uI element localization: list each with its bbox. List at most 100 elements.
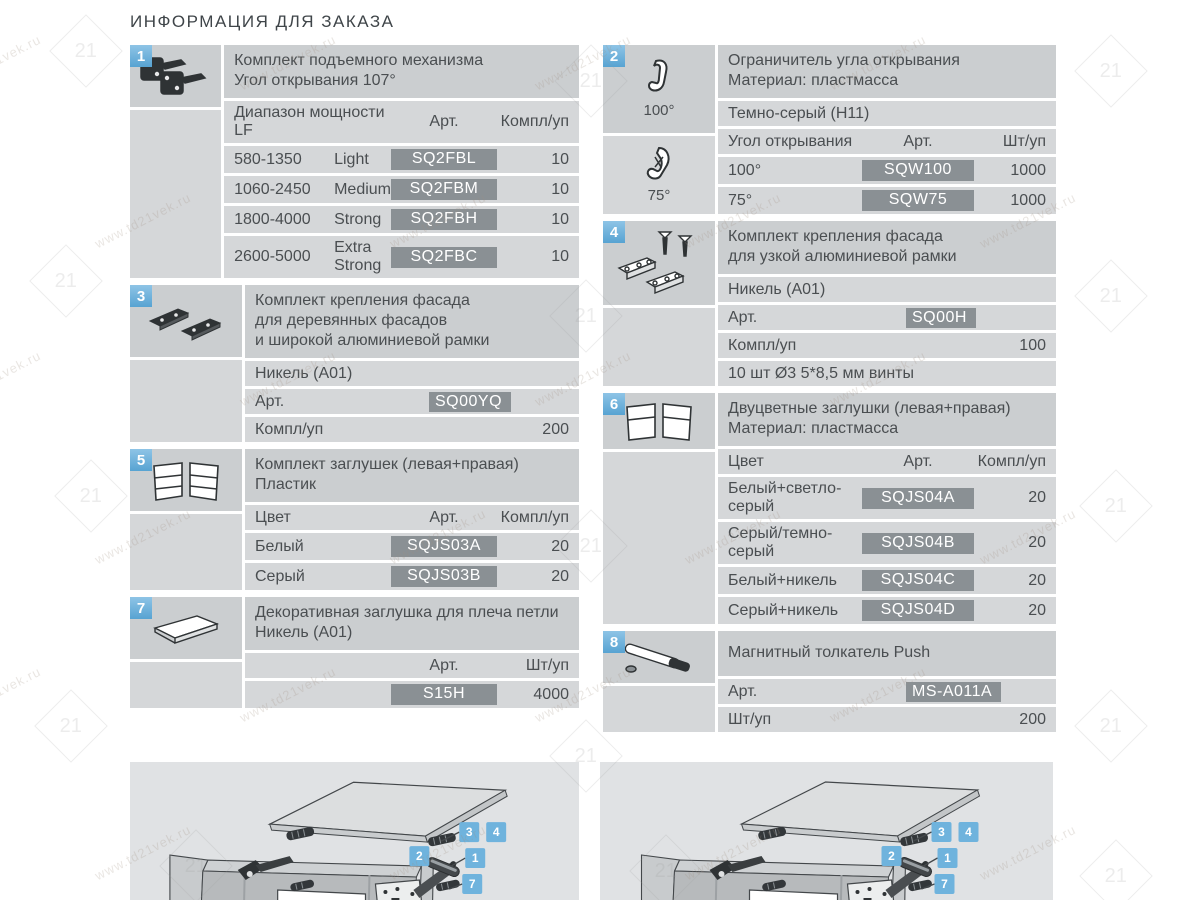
svg-text:2: 2 bbox=[416, 849, 423, 863]
part-number-badge: SQ2FBH bbox=[391, 209, 497, 230]
svg-text:7: 7 bbox=[469, 877, 476, 891]
section-number-badge: 8 bbox=[603, 631, 625, 653]
section-subtitle: Никель (А01) bbox=[255, 624, 353, 641]
section-facade-mount-narrow: 4 bbox=[603, 221, 1056, 386]
cover-caps-icon bbox=[153, 462, 219, 501]
diagram-callouts: 3 4 2 1 7 5 6 8 bbox=[409, 822, 507, 895]
assembly-diagram-right: 3 4 2 1 7 5 6 8 bbox=[600, 762, 1053, 900]
diagram-callouts: 3 4 2 1 7 5 6 8 bbox=[881, 822, 979, 894]
finish-row: Никель (А01) bbox=[718, 277, 1056, 302]
part-number-badge: SQ00YQ bbox=[429, 391, 512, 412]
section-number-badge: 1 bbox=[130, 45, 152, 67]
part-number-badge: SQJS04C bbox=[862, 570, 974, 591]
section-title-3: и широкой алюминиевой рамки bbox=[255, 332, 490, 349]
section-magnetic-pusher: 8 Ма bbox=[603, 631, 1056, 732]
section-title: Комплект подъемного механизма bbox=[234, 52, 484, 69]
icon-angle-label: 75° bbox=[647, 187, 671, 205]
section-title: Двуцветные заглушки (левая+правая) bbox=[728, 400, 1011, 417]
section-subtitle: Пластик bbox=[255, 476, 316, 493]
finish-row: Никель (А01) bbox=[245, 361, 579, 386]
icon-angle-label: 100° bbox=[643, 102, 675, 120]
table-row: S15H 4000 bbox=[245, 681, 579, 708]
part-number-badge: SQJS04B bbox=[862, 532, 974, 554]
section-cover-caps: 5 bbox=[130, 449, 579, 590]
section-angle-limiter: 2 100° 75° bbox=[603, 45, 1056, 214]
section-facade-mount-wide: 3 bbox=[130, 285, 579, 442]
part-number-badge: SQJS03A bbox=[391, 536, 497, 557]
svg-text:2: 2 bbox=[888, 849, 895, 863]
table-row: 2600-5000 Extra Strong SQ2FBC 10 bbox=[224, 236, 579, 278]
part-number-badge: SQJS04A bbox=[862, 487, 974, 509]
table-header: Угол открывания Арт. Шт/уп bbox=[718, 129, 1056, 154]
assembly-diagram-left: 3 4 2 1 7 5 6 8 bbox=[130, 762, 579, 900]
qty-row: Шт/уп 200 bbox=[718, 707, 1056, 732]
section-title: Ограничитель угла открывания bbox=[728, 52, 960, 69]
lift-mechanism-icon bbox=[139, 57, 207, 95]
section-lift-mechanism: 1 bbox=[130, 45, 579, 278]
hinge-arm-cap-icon bbox=[153, 615, 220, 644]
part-number-badge: SQJS04D bbox=[862, 600, 974, 621]
part-number-badge: SQJS03B bbox=[391, 566, 497, 587]
table-row: 1060-2450 Medium SQ2FBM 10 bbox=[224, 176, 579, 203]
qty-row: Компл/уп 100 bbox=[718, 333, 1056, 358]
section-title: Декоративная заглушка для плеча петли bbox=[255, 604, 559, 621]
table-row: Серый+никель SQJS04D 20 bbox=[718, 597, 1056, 624]
limiter-75-icon bbox=[646, 147, 670, 180]
section-subtitle: для узкой алюминиевой рамки bbox=[728, 248, 957, 265]
svg-text:4: 4 bbox=[493, 825, 500, 839]
section-title: Комплект заглушек (левая+правая) bbox=[255, 456, 519, 473]
section-twocolor-caps: 6 bbox=[603, 393, 1056, 624]
section-decorative-cap: 7 Де bbox=[130, 597, 579, 708]
part-number-badge: MS-A011A bbox=[906, 681, 1002, 702]
qty-value: 200 bbox=[542, 420, 569, 438]
twocolor-caps-icon bbox=[626, 403, 692, 441]
qty-row: Компл/уп 200 bbox=[245, 417, 579, 442]
art-row: Арт. SQ00YQ bbox=[245, 389, 579, 414]
section-title: Комплект крепления фасада bbox=[728, 228, 943, 245]
part-number-badge: SQ2FBC bbox=[391, 246, 497, 268]
table-row: 580-1350 Light SQ2FBL 10 bbox=[224, 146, 579, 173]
table-row: 1800-4000 Strong SQ2FBH 10 bbox=[224, 206, 579, 233]
part-number-badge: SQW100 bbox=[862, 160, 974, 181]
mounting-plates-icon bbox=[148, 308, 222, 341]
part-number-badge: SQ00H bbox=[906, 307, 976, 328]
svg-text:1: 1 bbox=[944, 851, 951, 865]
section-title: Комплект крепления фасада bbox=[255, 292, 470, 309]
art-row: Арт. SQ00H bbox=[718, 305, 1056, 330]
part-number-badge: SQ2FBL bbox=[391, 149, 497, 170]
part-number-badge: S15H bbox=[391, 684, 497, 705]
table-header: Цвет Арт. Компл/уп bbox=[718, 449, 1056, 474]
table-row: 100° SQW100 1000 bbox=[718, 157, 1056, 184]
svg-text:1: 1 bbox=[472, 851, 479, 865]
art-row: Арт. MS-A011A bbox=[718, 679, 1056, 704]
section-number-badge: 4 bbox=[603, 221, 625, 243]
section-number-badge: 3 bbox=[130, 285, 152, 307]
section-number-badge: 2 bbox=[603, 45, 625, 67]
table-row: 75° SQW75 1000 bbox=[718, 187, 1056, 214]
svg-text:3: 3 bbox=[466, 825, 473, 839]
table-row: Серый SQJS03B 20 bbox=[245, 563, 579, 590]
section-number-badge: 6 bbox=[603, 393, 625, 415]
section-number-badge: 5 bbox=[130, 449, 152, 471]
table-row: Белый SQJS03A 20 bbox=[245, 533, 579, 560]
note-row: 10 шт Ø3 5*8,5 мм винты bbox=[718, 361, 1056, 386]
section-title: Магнитный толкатель Push bbox=[728, 644, 931, 661]
limiter-100-icon bbox=[648, 60, 668, 92]
table-row: Белый+светло-серый SQJS04A 20 bbox=[718, 477, 1056, 519]
svg-text:4: 4 bbox=[965, 825, 972, 839]
section-subtitle: Материал: пластмасса bbox=[728, 420, 899, 437]
table-header: Арт. Шт/уп bbox=[245, 653, 579, 678]
section-subtitle: Угол открывания 107° bbox=[234, 72, 396, 89]
page-title: ИНФОРМАЦИЯ ДЛЯ ЗАКАЗА bbox=[130, 12, 395, 31]
section-title-2: для деревянных фасадов bbox=[255, 312, 448, 329]
svg-text:7: 7 bbox=[941, 877, 948, 891]
section-subtitle: Материал: пластмасса bbox=[728, 72, 899, 89]
table-header: Диапазон мощности LF Арт. Компл/уп bbox=[224, 101, 579, 143]
push-rod-icon bbox=[624, 643, 690, 673]
qty-value: 100 bbox=[1019, 336, 1046, 354]
table-row: Белый+никель SQJS04C 20 bbox=[718, 567, 1056, 594]
screws-brackets-icon bbox=[617, 231, 693, 295]
table-header: Цвет Арт. Компл/уп bbox=[245, 505, 579, 530]
qty-value: 4000 bbox=[533, 685, 569, 703]
